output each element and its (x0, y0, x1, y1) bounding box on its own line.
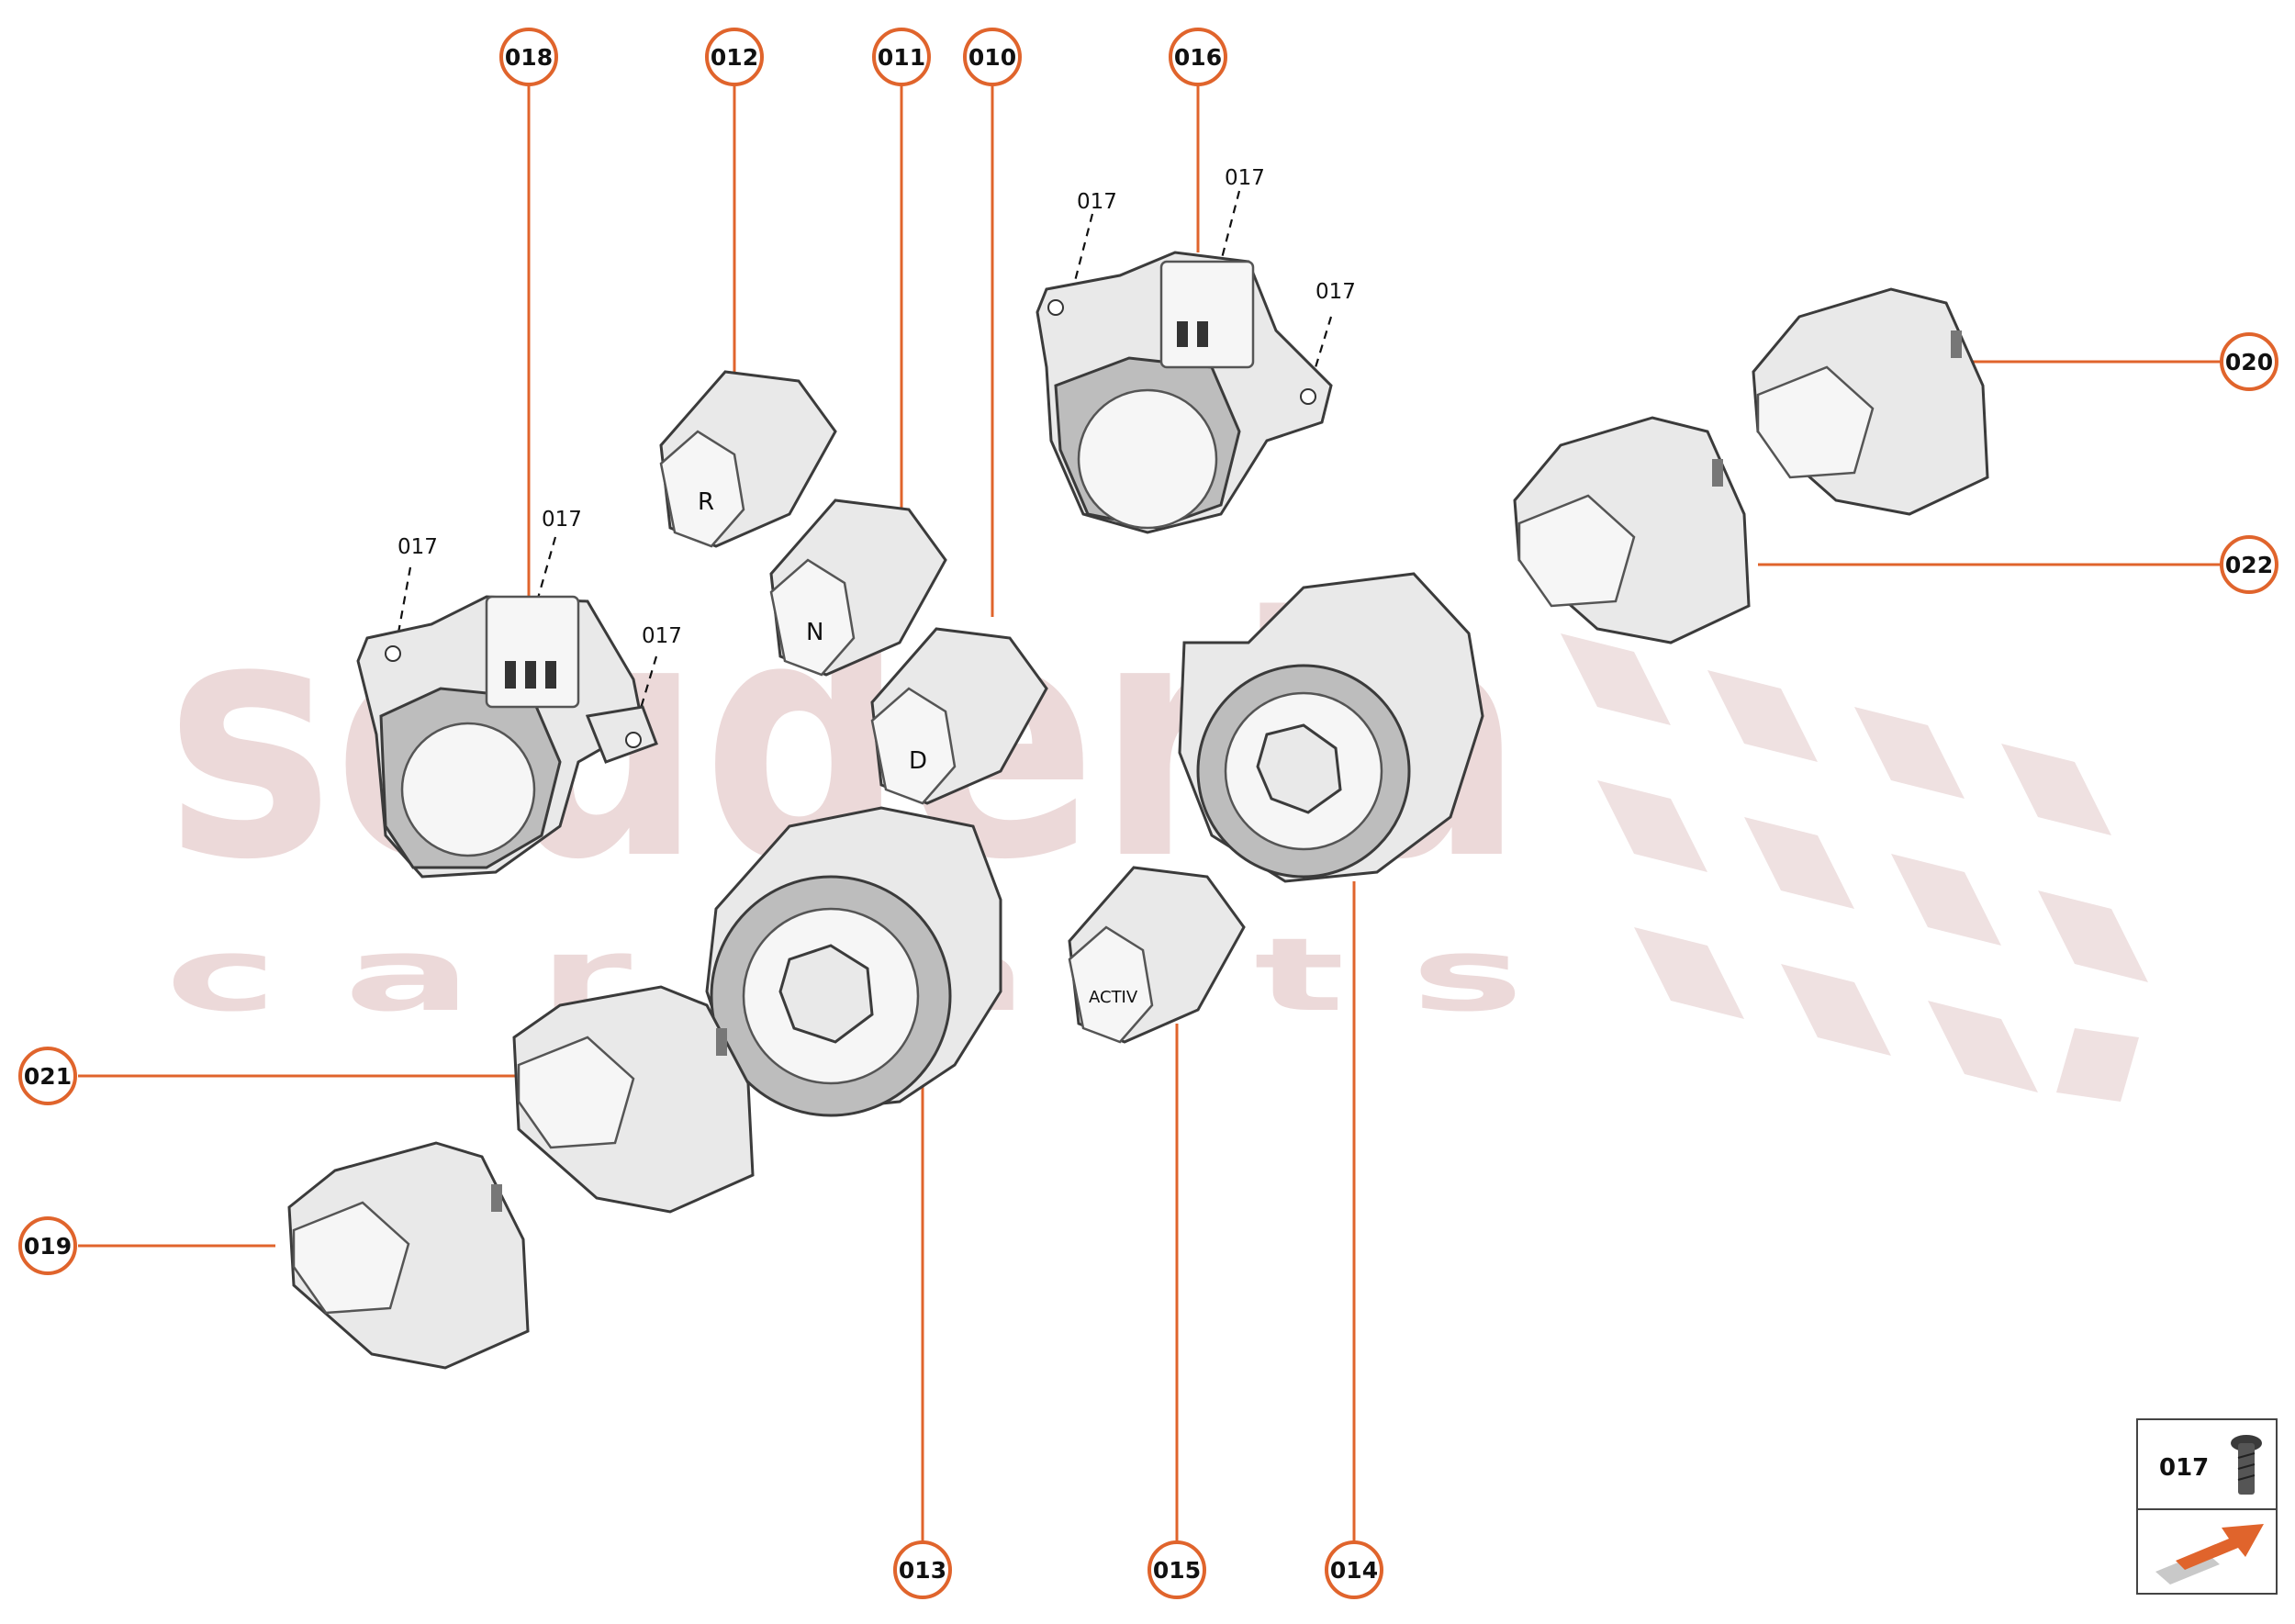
part-013-rotary-selector (705, 806, 1002, 1117)
button-glyph-d: D (909, 747, 927, 775)
svg-text:022: 022 (2225, 552, 2273, 578)
part-015-button-activ: ACTIV (1068, 866, 1246, 1044)
part-018-switch-housing (356, 595, 658, 879)
direction-arrow-icon[interactable] (2155, 1524, 2264, 1585)
callout-018[interactable]: 018 (499, 28, 558, 86)
svg-text:020: 020 (2225, 349, 2273, 375)
part-021-switch-module (512, 985, 755, 1214)
callout-020[interactable]: 020 (2220, 332, 2278, 391)
callout-022[interactable]: 022 (2220, 535, 2278, 594)
part-012-button-r: R (659, 370, 837, 548)
svg-text:021: 021 (24, 1063, 72, 1090)
svg-text:015: 015 (1153, 1557, 1201, 1584)
screw-labels: 017 017 017 017 017 017 (397, 166, 1356, 648)
svg-text:014: 014 (1330, 1557, 1378, 1584)
svg-text:019: 019 (24, 1233, 72, 1260)
callout-019[interactable]: 019 (18, 1216, 77, 1275)
button-glyph-activ: ACTIV (1089, 988, 1138, 1007)
svg-text:016: 016 (1174, 44, 1222, 71)
screw-label: 017 (542, 508, 582, 532)
part-022-switch-module (1513, 416, 1751, 644)
legend-screw-code: 017 (2159, 1454, 2209, 1482)
svg-text:011: 011 (878, 44, 925, 71)
callout-013[interactable]: 013 (893, 1540, 952, 1599)
screw-label: 017 (397, 535, 438, 559)
leader-lines (78, 80, 2222, 1542)
callout-016[interactable]: 016 (1169, 28, 1227, 86)
svg-text:012: 012 (711, 44, 758, 71)
legend-box: 017 (2136, 1418, 2278, 1595)
callout-012[interactable]: 012 (705, 28, 764, 86)
callout-010[interactable]: 010 (963, 28, 1022, 86)
part-011-button-n: N (769, 498, 947, 677)
screw-label: 017 (1315, 280, 1356, 304)
part-014-rotary-selector (1178, 572, 1484, 883)
part-019-switch-module (287, 1141, 530, 1370)
svg-text:018: 018 (505, 44, 553, 71)
callouts: 018 012 011 010 016 020 022 021 019 013 … (18, 28, 2278, 1599)
callout-021[interactable]: 021 (18, 1047, 77, 1105)
screw-label: 017 (642, 624, 682, 648)
callout-015[interactable]: 015 (1148, 1540, 1206, 1599)
callout-014[interactable]: 014 (1325, 1540, 1383, 1599)
svg-text:010: 010 (968, 44, 1016, 71)
part-010-button-d: D (870, 627, 1048, 805)
button-glyph-n: N (806, 619, 823, 646)
part-020-switch-module (1752, 287, 1989, 516)
part-016-switch-housing (1036, 251, 1333, 534)
checker-flag-watermark (1561, 633, 2148, 1102)
screw-icon (2231, 1435, 2262, 1495)
screw-label: 017 (1225, 166, 1265, 190)
screw-label: 017 (1077, 190, 1117, 214)
button-glyph-r: R (698, 488, 714, 516)
svg-text:013: 013 (899, 1557, 946, 1584)
callout-011[interactable]: 011 (872, 28, 931, 86)
